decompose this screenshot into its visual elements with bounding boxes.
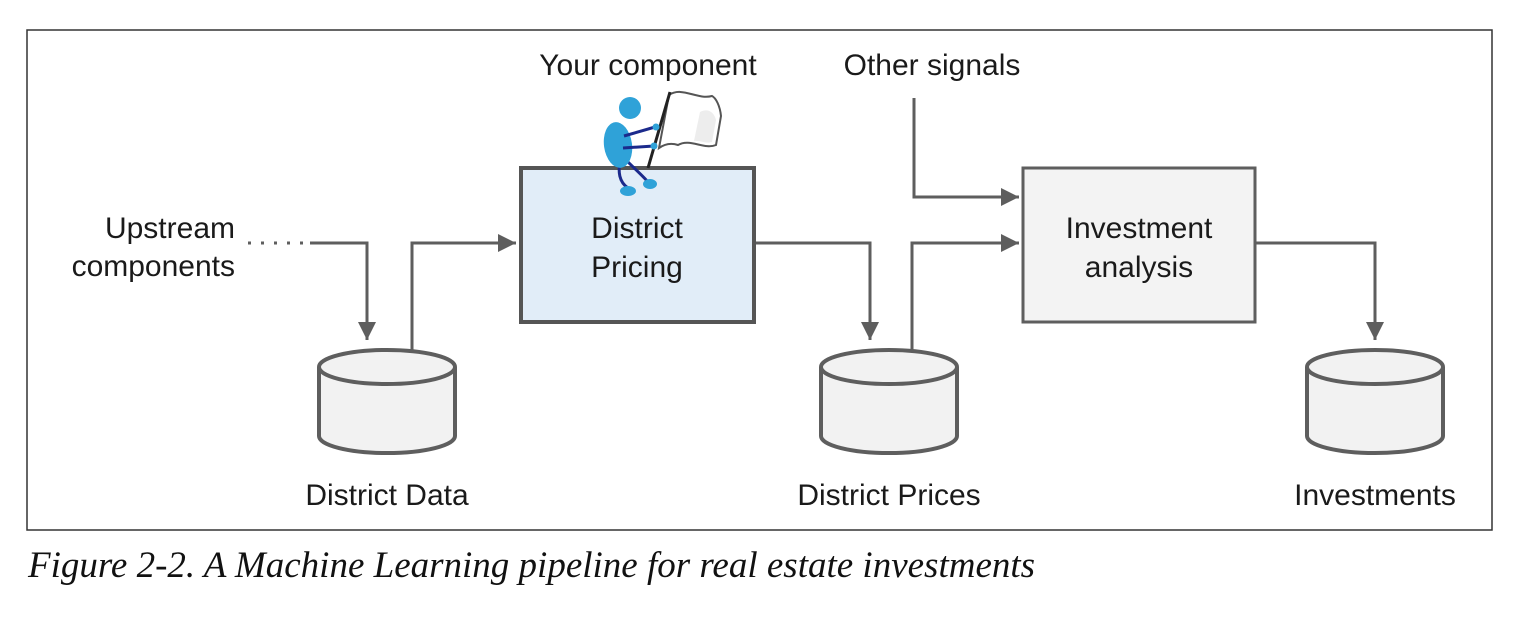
investments-label: Investments [1294, 479, 1456, 512]
database-cylinder-icon [819, 348, 959, 455]
district-pricing-label-line2: Pricing [591, 251, 683, 284]
district-data-to-pricing-arrow [410, 234, 516, 352]
upstream-components-label-line1: Upstream [105, 212, 235, 245]
analysis-to-investments-arrow [1256, 241, 1384, 340]
district-pricing-label-line1: District [591, 212, 683, 245]
investment-analysis-box: Investment analysis [1021, 166, 1257, 324]
other-signals-to-analysis-arrow [912, 98, 1019, 206]
district-prices-datastore: District Prices [797, 348, 981, 512]
investments-datastore: Investments [1294, 348, 1456, 512]
database-cylinder-icon [317, 348, 457, 455]
other-signals-label: Other signals [844, 49, 1021, 82]
person-with-flag-icon [603, 90, 723, 196]
district-pricing-box: District Pricing [519, 166, 756, 324]
district-data-datastore: District Data [305, 348, 469, 512]
investment-analysis-label-line1: Investment [1066, 212, 1213, 245]
district-prices-label: District Prices [797, 479, 980, 512]
figure-caption: Figure 2-2. A Machine Learning pipeline … [28, 545, 1036, 586]
upstream-to-district-data-arrow [310, 241, 376, 340]
your-component-label: Your component [539, 49, 757, 82]
district-prices-to-analysis-arrow [910, 234, 1019, 352]
district-data-label: District Data [305, 479, 469, 512]
diagram-frame [26, 29, 1493, 531]
investment-analysis-label-line2: analysis [1085, 251, 1193, 284]
upstream-components-label-line2: components [72, 250, 235, 283]
pricing-to-district-prices-arrow [756, 241, 879, 340]
database-cylinder-icon [1305, 348, 1445, 455]
